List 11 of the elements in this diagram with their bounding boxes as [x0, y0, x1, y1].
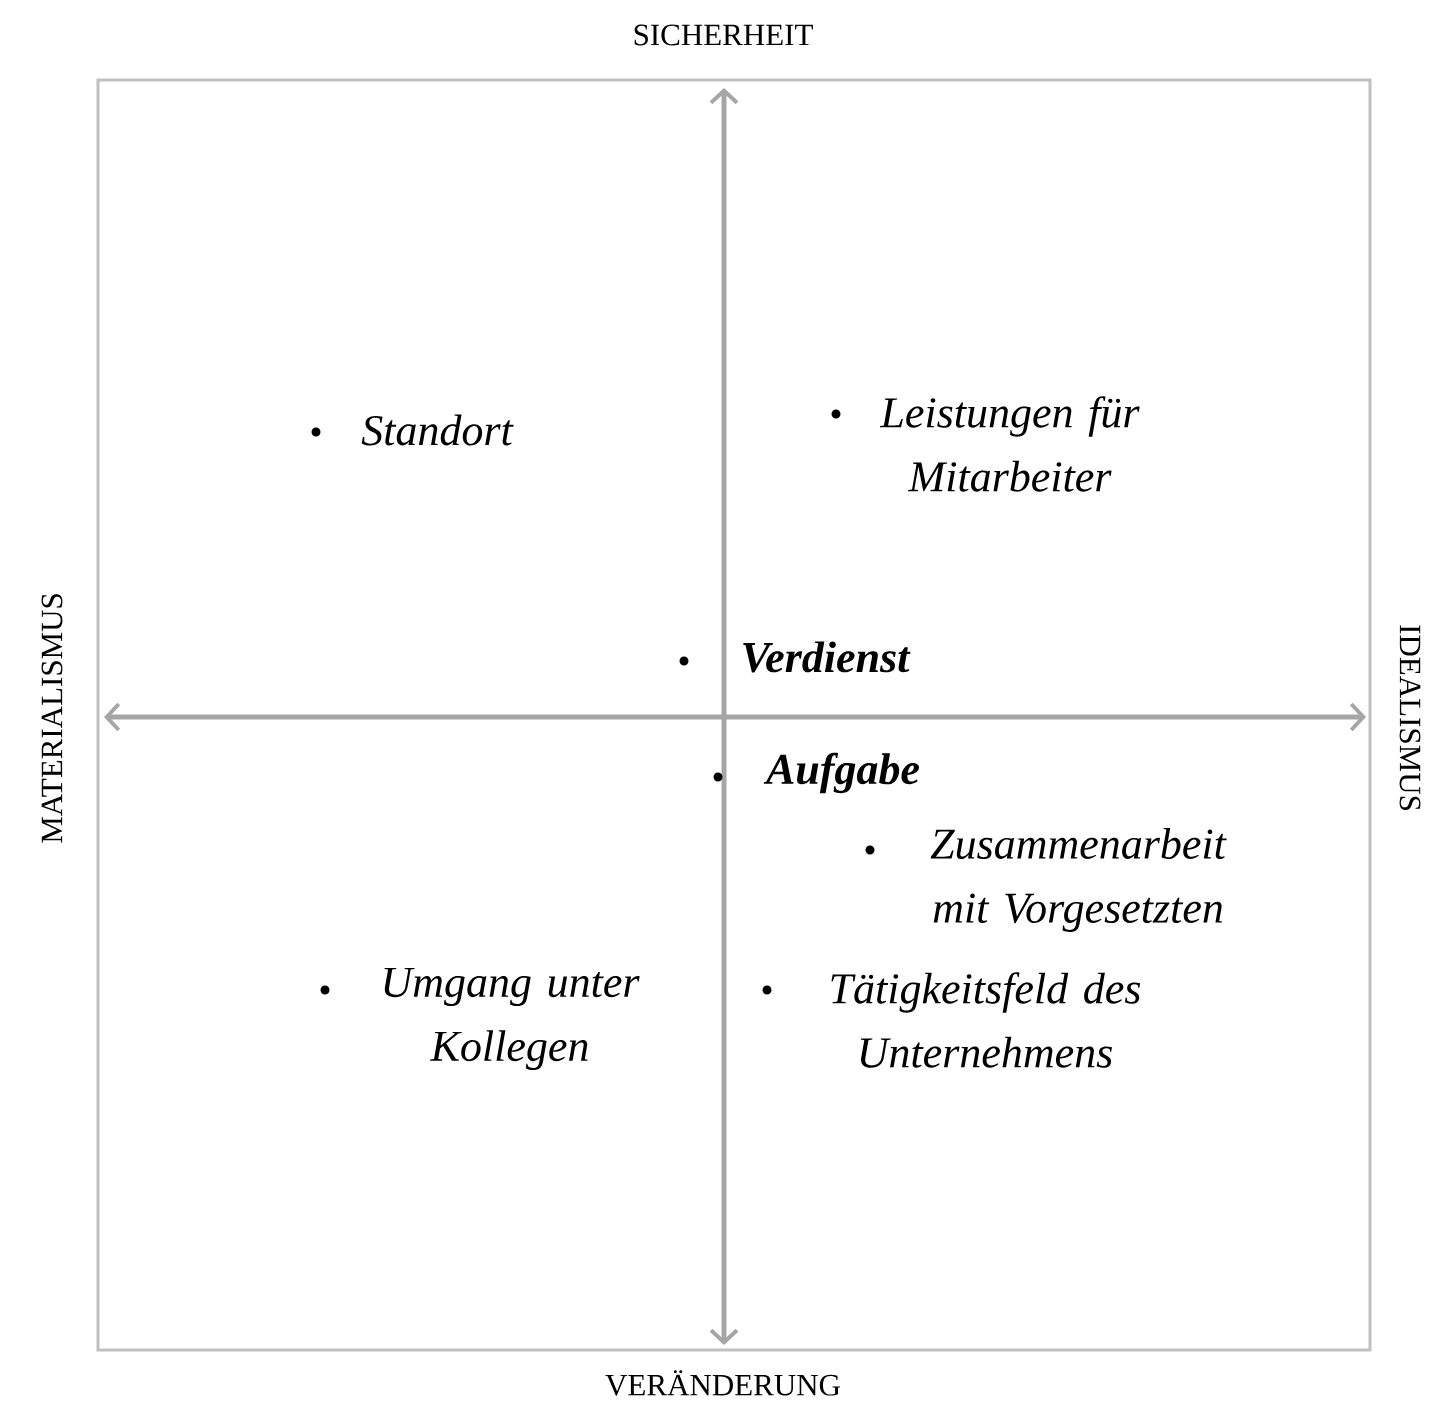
axis-label: IDEALISMUS [1399, 625, 1421, 810]
item-label: Leistungen für Mitarbeiter [879, 396, 1140, 492]
item-label: Aufgabe [763, 752, 919, 794]
item-label: Umgang unter Kollegen [384, 967, 640, 1071]
item-label: Zusammenarbeit mit Vorgesetzten [930, 828, 1227, 932]
axis-label: MATERIALISMUS [41, 594, 63, 843]
item-label: Verdienst [743, 641, 911, 673]
axis-label: VERÄNDERUNG [605, 1370, 840, 1396]
item-label: Tätigkeitsfeld des Unternehmens [831, 972, 1141, 1068]
item-label: Standort [361, 414, 514, 446]
axis-label: SICHERHEIT [634, 24, 813, 46]
